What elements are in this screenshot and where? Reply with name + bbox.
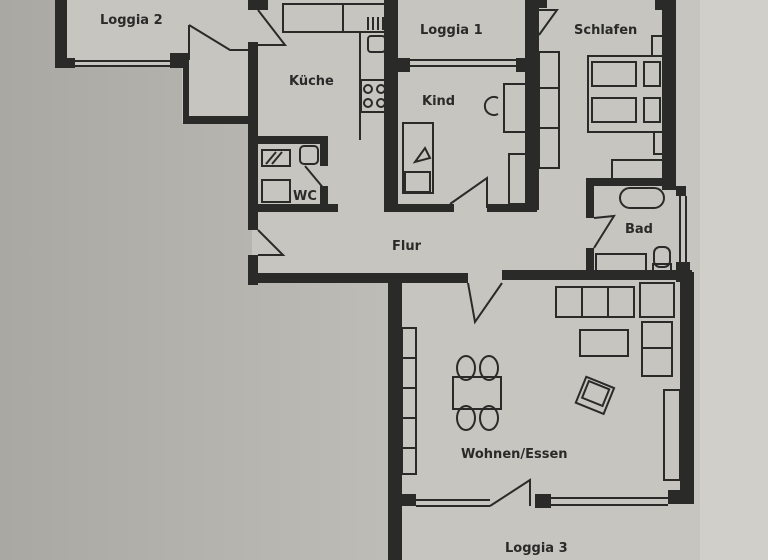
room-label-loggia2: Loggia 2 [100,13,163,28]
room-label-wc: WC [293,189,317,204]
double-bed-icon [587,55,665,133]
wohnen-essen-room: Wohnen/Essen [388,272,694,560]
room-label-loggia1: Loggia 1 [420,23,483,38]
armchair-icon [574,375,616,416]
kitchen-room: Küche [248,0,389,230]
wc-room: WC [258,136,338,212]
loggia-1-room: Loggia 1 [384,0,539,210]
room-label-kueche: Küche [289,74,334,89]
kind-room: Kind [384,83,537,212]
paper-edge [700,0,768,560]
floor-areas [62,0,700,560]
sink-icon [367,17,386,53]
shelf-unit [401,327,417,475]
room-label-schlafen: Schlafen [574,23,637,38]
loggia-2-room [55,0,255,124]
sofa-icon [555,282,675,377]
wash-basin-icon [261,149,291,167]
sideboard [663,389,681,481]
schlafen-room: Schlafen [525,0,676,190]
coffee-table [579,329,629,357]
bad-room: Bad [586,178,687,276]
room-label-kind: Kind [422,94,455,109]
room-label-bad: Bad [625,222,653,237]
room-label-loggia3: Loggia 3 [505,541,568,556]
room-label-wohnen-essen: Wohnen/Essen [461,447,568,462]
dining-table-icon [452,355,502,431]
room-label-flur: Flur [392,239,422,254]
